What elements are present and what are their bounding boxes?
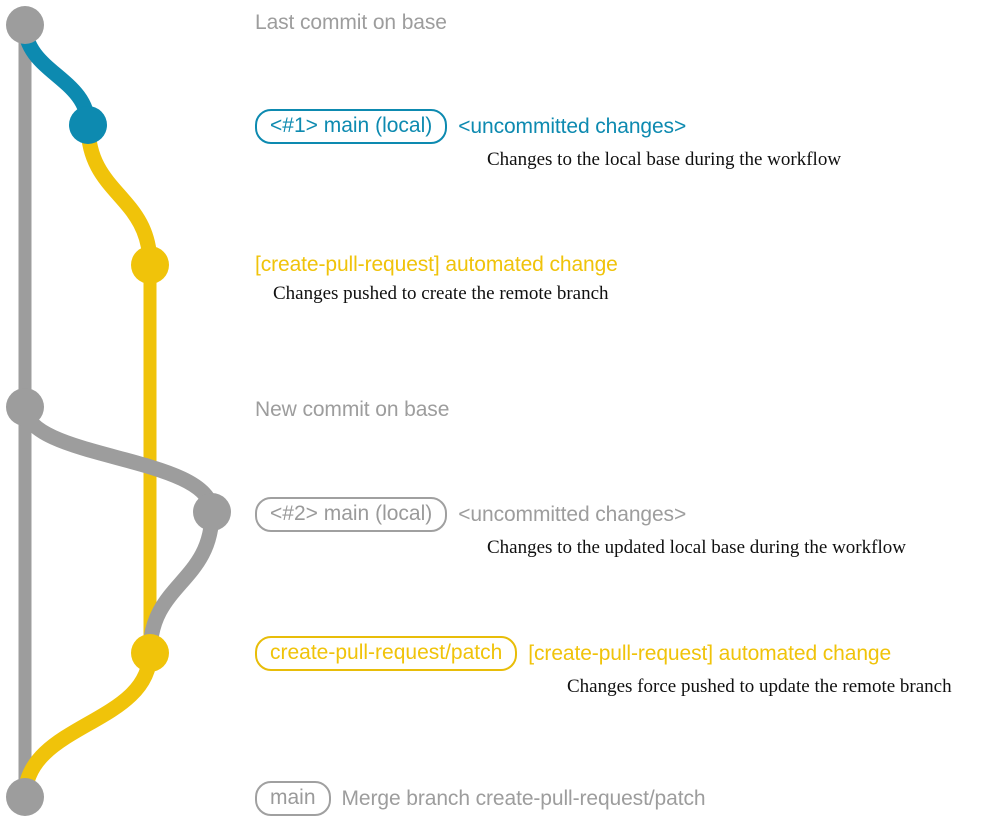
commit-message-last-commit-on-base: Last commit on base [255, 11, 447, 34]
annotation-headline-line: main Merge branch create-pull-request/pat… [255, 781, 706, 816]
branch-pill-merge-into-main[interactable]: main [255, 781, 331, 816]
node-local-commit-1 [69, 106, 107, 144]
commit-message-local-change-2: <uncommitted changes> [458, 502, 687, 526]
edge-base-to-local-2 [17, 399, 220, 520]
commit-message-local-change-1: <uncommitted changes> [458, 114, 687, 138]
commit-message-remote-change-1: [create-pull-request] automated change [255, 253, 618, 276]
commit-message-remote-change-2: [create-pull-request] automated change [528, 641, 892, 665]
branch-pill-remote-change-2[interactable]: create-pull-request/patch [255, 636, 518, 671]
annotation-row-local-change-1: <#1> main (local) <uncommitted changes> Ch… [255, 109, 841, 171]
annotation-row-remote-change-2: create-pull-request/patch [create-pull-re… [255, 636, 952, 698]
annotation-headline-line: New commit on base [255, 397, 449, 423]
commit-message-merge-into-main: Merge branch create-pull-request/patch [341, 786, 706, 810]
edge-remote-2-to-merge [17, 645, 158, 805]
annotation-headline-line: Last commit on base [255, 10, 447, 36]
annotation-row-merge-into-main: main Merge branch create-pull-request/pat… [255, 781, 706, 816]
annotation-headline-line: <#1> main (local) <uncommitted changes> [255, 109, 841, 144]
annotation-headline-line: <#2> main (local) <uncommitted changes> [255, 497, 906, 532]
commit-message-new-commit-on-base: New commit on base [255, 398, 450, 421]
commit-graph [6, 6, 231, 816]
annotation-row-last-commit-on-base: Last commit on base [255, 10, 447, 36]
edge-local-1-to-remote-1 [80, 117, 158, 273]
edge-local-2-to-remote-2 [142, 504, 220, 661]
commit-description-local-change-1: Changes to the local base during the wor… [487, 149, 842, 170]
annotation-headline-line: create-pull-request/patch [create-pull-re… [255, 636, 952, 671]
annotation-row-new-commit-on-base: New commit on base [255, 397, 449, 423]
branch-pill-local-change-2[interactable]: <#2> main (local) [255, 497, 448, 532]
branch-pill-local-change-1[interactable]: <#1> main (local) [255, 109, 448, 144]
node-merge-commit [6, 778, 44, 816]
node-local-commit-2 [193, 493, 231, 531]
commit-description-local-change-2: Changes to the updated local base during… [487, 537, 906, 558]
node-remote-commit-1 [131, 246, 169, 284]
node-remote-commit-2 [131, 634, 169, 672]
annotation-headline-line: [create-pull-request] automated change [255, 252, 618, 278]
commit-description-remote-change-2: Changes force pushed to update the remot… [567, 676, 952, 697]
commit-description-remote-change-1: Changes pushed to create the remote bran… [273, 283, 609, 304]
node-base-last-commit [6, 6, 44, 44]
annotation-row-local-change-2: <#2> main (local) <uncommitted changes> Ch… [255, 497, 906, 559]
node-base-new-commit [6, 388, 44, 426]
